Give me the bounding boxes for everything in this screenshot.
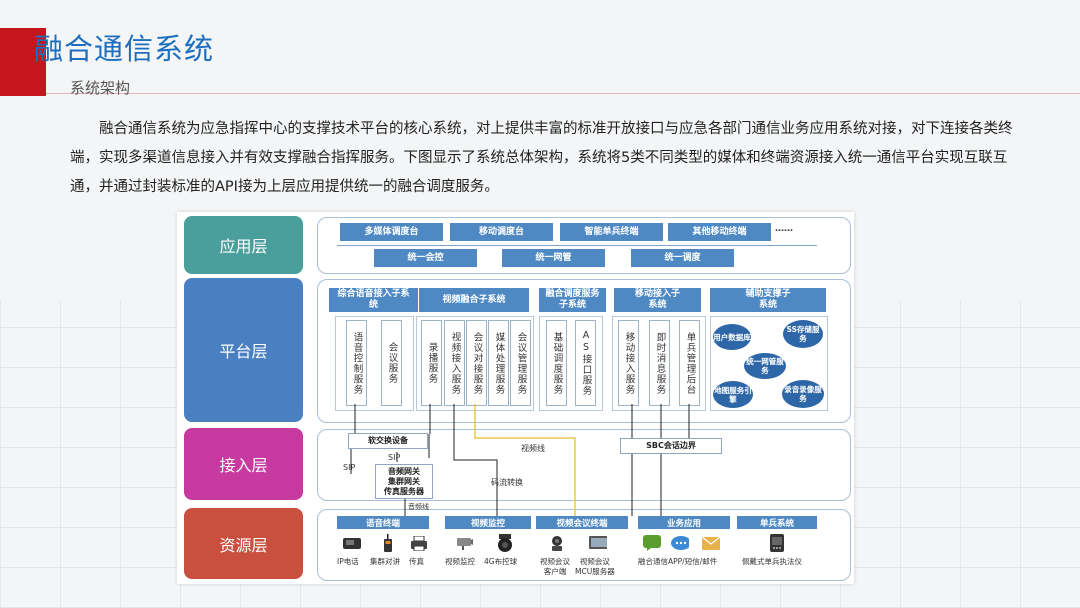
service-media-processing: 媒体处理服务 — [488, 320, 509, 406]
support-unified-nms: 统一网管服务 — [744, 353, 786, 379]
app-unified-conference: 统一会控 — [374, 249, 477, 267]
service-instant-message: 即时消息服务 — [649, 320, 670, 406]
app-mobile-console: 移动调度台 — [450, 223, 553, 241]
group-support — [710, 316, 828, 411]
mcu-server-label: 视频会议 MCU服务器 — [575, 557, 615, 576]
service-soldier-admin: 单兵管理后台 — [679, 320, 700, 406]
resource-business-app: 业务应用 — [638, 516, 730, 529]
business-app-label: 融合通信APP/短信/邮件 — [638, 557, 718, 566]
ip-phone-icon — [343, 534, 361, 552]
app-smart-terminal: 智能单兵终端 — [560, 223, 663, 241]
transcode-label: 码流转换 — [491, 478, 523, 487]
subsystem-support: 辅助支撑子系统 — [710, 288, 826, 312]
service-mobile-access: 移动接入服务 — [618, 320, 639, 406]
connector-lines — [350, 404, 690, 516]
walkie-talkie-label: 集群对讲 — [370, 557, 400, 566]
sip-label-left: SIP — [343, 463, 356, 472]
video-line-label: 视频线 — [521, 444, 545, 453]
app-unified-dispatch: 统一调度 — [631, 249, 734, 267]
resource-video-conference: 视频会议终端 — [536, 516, 628, 529]
service-conference: 会议服务 — [381, 320, 402, 406]
walkie-talkie-icon — [379, 534, 397, 552]
service-voice-control: 语音控制服务 — [346, 320, 367, 406]
resource-soldier-system: 单兵系统 — [737, 516, 817, 529]
sbc-border: SBC会话边界 — [620, 438, 722, 454]
resource-voice-terminal: 语音终端 — [337, 516, 429, 529]
app-unified-nms: 统一网管 — [502, 249, 605, 267]
body-camera-icon — [768, 534, 786, 552]
brand-red-block — [0, 28, 46, 96]
service-video-access: 视频接入服务 — [444, 320, 465, 406]
app-multimedia-console: 多媒体调度台 — [340, 223, 443, 241]
support-ss-storage: SS存储服务 — [783, 320, 823, 348]
page-title: 融合通信系统 — [34, 32, 215, 66]
audio-line-label: 音频线 — [408, 503, 429, 511]
4g-ball-camera-icon — [496, 534, 514, 552]
page-subtitle: 系统架构 — [70, 79, 131, 97]
group-dispatch — [539, 316, 603, 411]
service-recording: 录播服务 — [421, 320, 442, 406]
sip-label-upper: SIP — [388, 453, 401, 462]
conference-client-icon — [548, 534, 566, 552]
app-other-terminal: 其他移动终端 — [668, 223, 771, 241]
header-divider — [46, 93, 1080, 94]
group-voice — [335, 316, 414, 411]
conference-client-label: 视频会议 客户端 — [540, 557, 570, 576]
app-divider — [337, 245, 817, 246]
surveillance-label: 视频监控 — [445, 557, 475, 566]
fax-label: 传真 — [409, 557, 424, 566]
service-conference-link: 会议对接服务 — [466, 320, 487, 406]
layer-tag-application: 应用层 — [184, 216, 303, 274]
gateway-box: 音频网关 集群网关 传真服务器 — [375, 464, 433, 499]
service-as-interface: AS接口服务 — [575, 320, 596, 406]
sms-icon — [671, 534, 689, 552]
chat-app-icon — [643, 534, 661, 552]
body-camera-label: 佩戴式单兵执法仪 — [742, 557, 802, 566]
4g-ball-camera-label: 4G布控球 — [484, 557, 518, 566]
layer-tag-access: 接入层 — [184, 428, 303, 500]
ip-phone-label: IP电话 — [337, 557, 359, 566]
subsystem-dispatch: 融合调度服务子系统 — [539, 288, 606, 312]
softswitch-device: 软交换设备 — [348, 433, 428, 449]
subsystem-mobile: 移动接入子系统 — [614, 288, 701, 312]
support-user-db: 用户数据库 — [713, 324, 751, 350]
fax-icon — [410, 534, 428, 552]
resource-video-surveillance: 视频监控 — [445, 516, 531, 529]
support-map-engine: 地图服务引擎 — [713, 381, 753, 408]
support-recording: 录音录像服务 — [782, 380, 824, 408]
group-mobile — [612, 316, 706, 411]
layer-tag-platform: 平台层 — [184, 278, 303, 422]
mcu-server-icon — [589, 534, 607, 552]
intro-paragraph: 融合通信系统为应急指挥中心的支撑技术平台的核心系统，对上提供丰富的标准开放接口与… — [70, 121, 1013, 195]
app-ellipsis: …… — [775, 224, 793, 234]
subsystem-video: 视频融合子系统 — [419, 288, 529, 312]
service-conference-mgmt: 会议管理服务 — [510, 320, 531, 406]
mail-icon — [702, 534, 720, 552]
subsystem-voice: 综合语音接入子系统 — [329, 288, 418, 312]
service-basic-dispatch: 基础调度服务 — [546, 320, 567, 406]
layer-tag-resource: 资源层 — [184, 508, 303, 579]
surveillance-camera-icon — [455, 534, 473, 552]
architecture-diagram: 应用层 平台层 接入层 资源层 多媒体调度台 移动调度台 智能单兵终端 其他移动… — [177, 212, 854, 584]
